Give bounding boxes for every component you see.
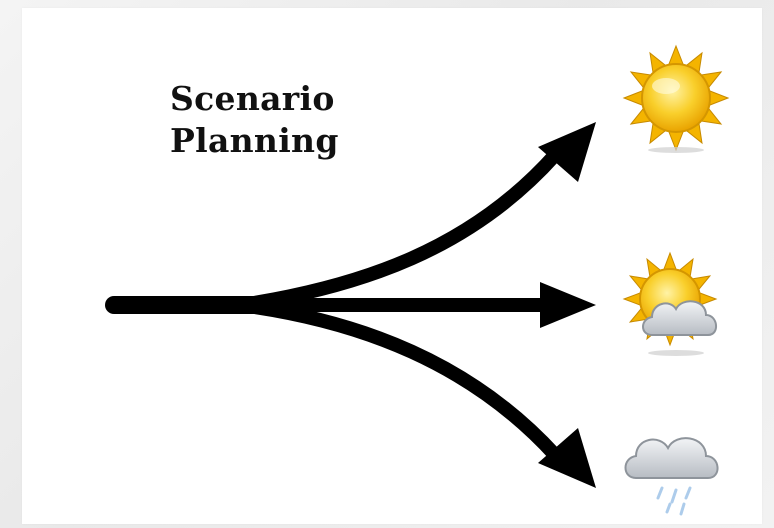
diagram-title: Scenario Planning [170, 78, 390, 162]
title-line-1: Scenario [170, 79, 335, 118]
sun-icon [622, 44, 730, 153]
arrowhead-lower [538, 428, 596, 488]
rain-cloud-icon [624, 437, 719, 516]
title-line-2: Planning [170, 121, 339, 160]
partly-cloudy-icon [622, 251, 718, 356]
branching-arrows [105, 122, 596, 488]
arrowhead-upper [538, 122, 596, 182]
arrow-branch-upper [241, 148, 562, 311]
arrowhead-middle [540, 282, 596, 328]
arrow-branch-lower [241, 299, 562, 462]
cloud-shape [642, 300, 717, 336]
